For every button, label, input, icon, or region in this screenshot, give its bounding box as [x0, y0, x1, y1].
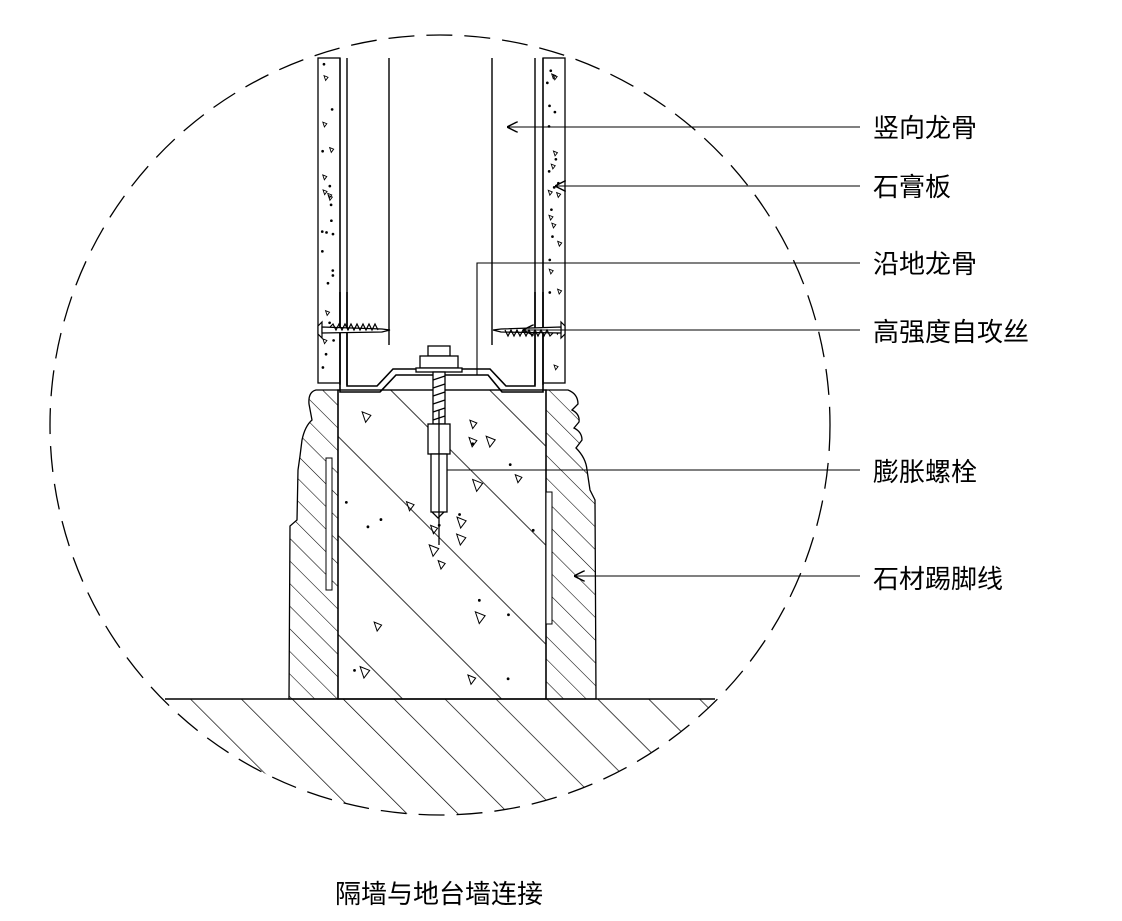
label-floor-track: 沿地龙骨 [873, 250, 977, 280]
label-stone-skirting: 石材踢脚线 [873, 565, 1003, 595]
concrete-aggregate [344, 410, 535, 686]
callout-labels: 竖向龙骨 石膏板 沿地龙骨 高强度自攻丝 膨胀螺栓 石材踢脚线 [873, 114, 1029, 595]
leader-lines [447, 127, 860, 576]
drawing-caption: 隔墙与地台墙连接 [335, 880, 543, 910]
expansion-bolt [415, 345, 463, 545]
leader-floor-track [476, 262, 860, 375]
floor-slab [60, 699, 820, 815]
label-gypsum-board: 石膏板 [873, 173, 951, 203]
self-tapping-screw-left [317, 320, 391, 340]
vertical-stud [339, 58, 544, 385]
label-self-tapping-screw: 高强度自攻丝 [873, 318, 1029, 348]
label-expansion-bolt: 膨胀螺栓 [873, 458, 977, 488]
stone-skirting-right [545, 389, 597, 700]
gypsum-texture [320, 62, 563, 371]
label-vertical-stud: 竖向龙骨 [873, 114, 977, 144]
stone-skirting-left [288, 389, 339, 700]
